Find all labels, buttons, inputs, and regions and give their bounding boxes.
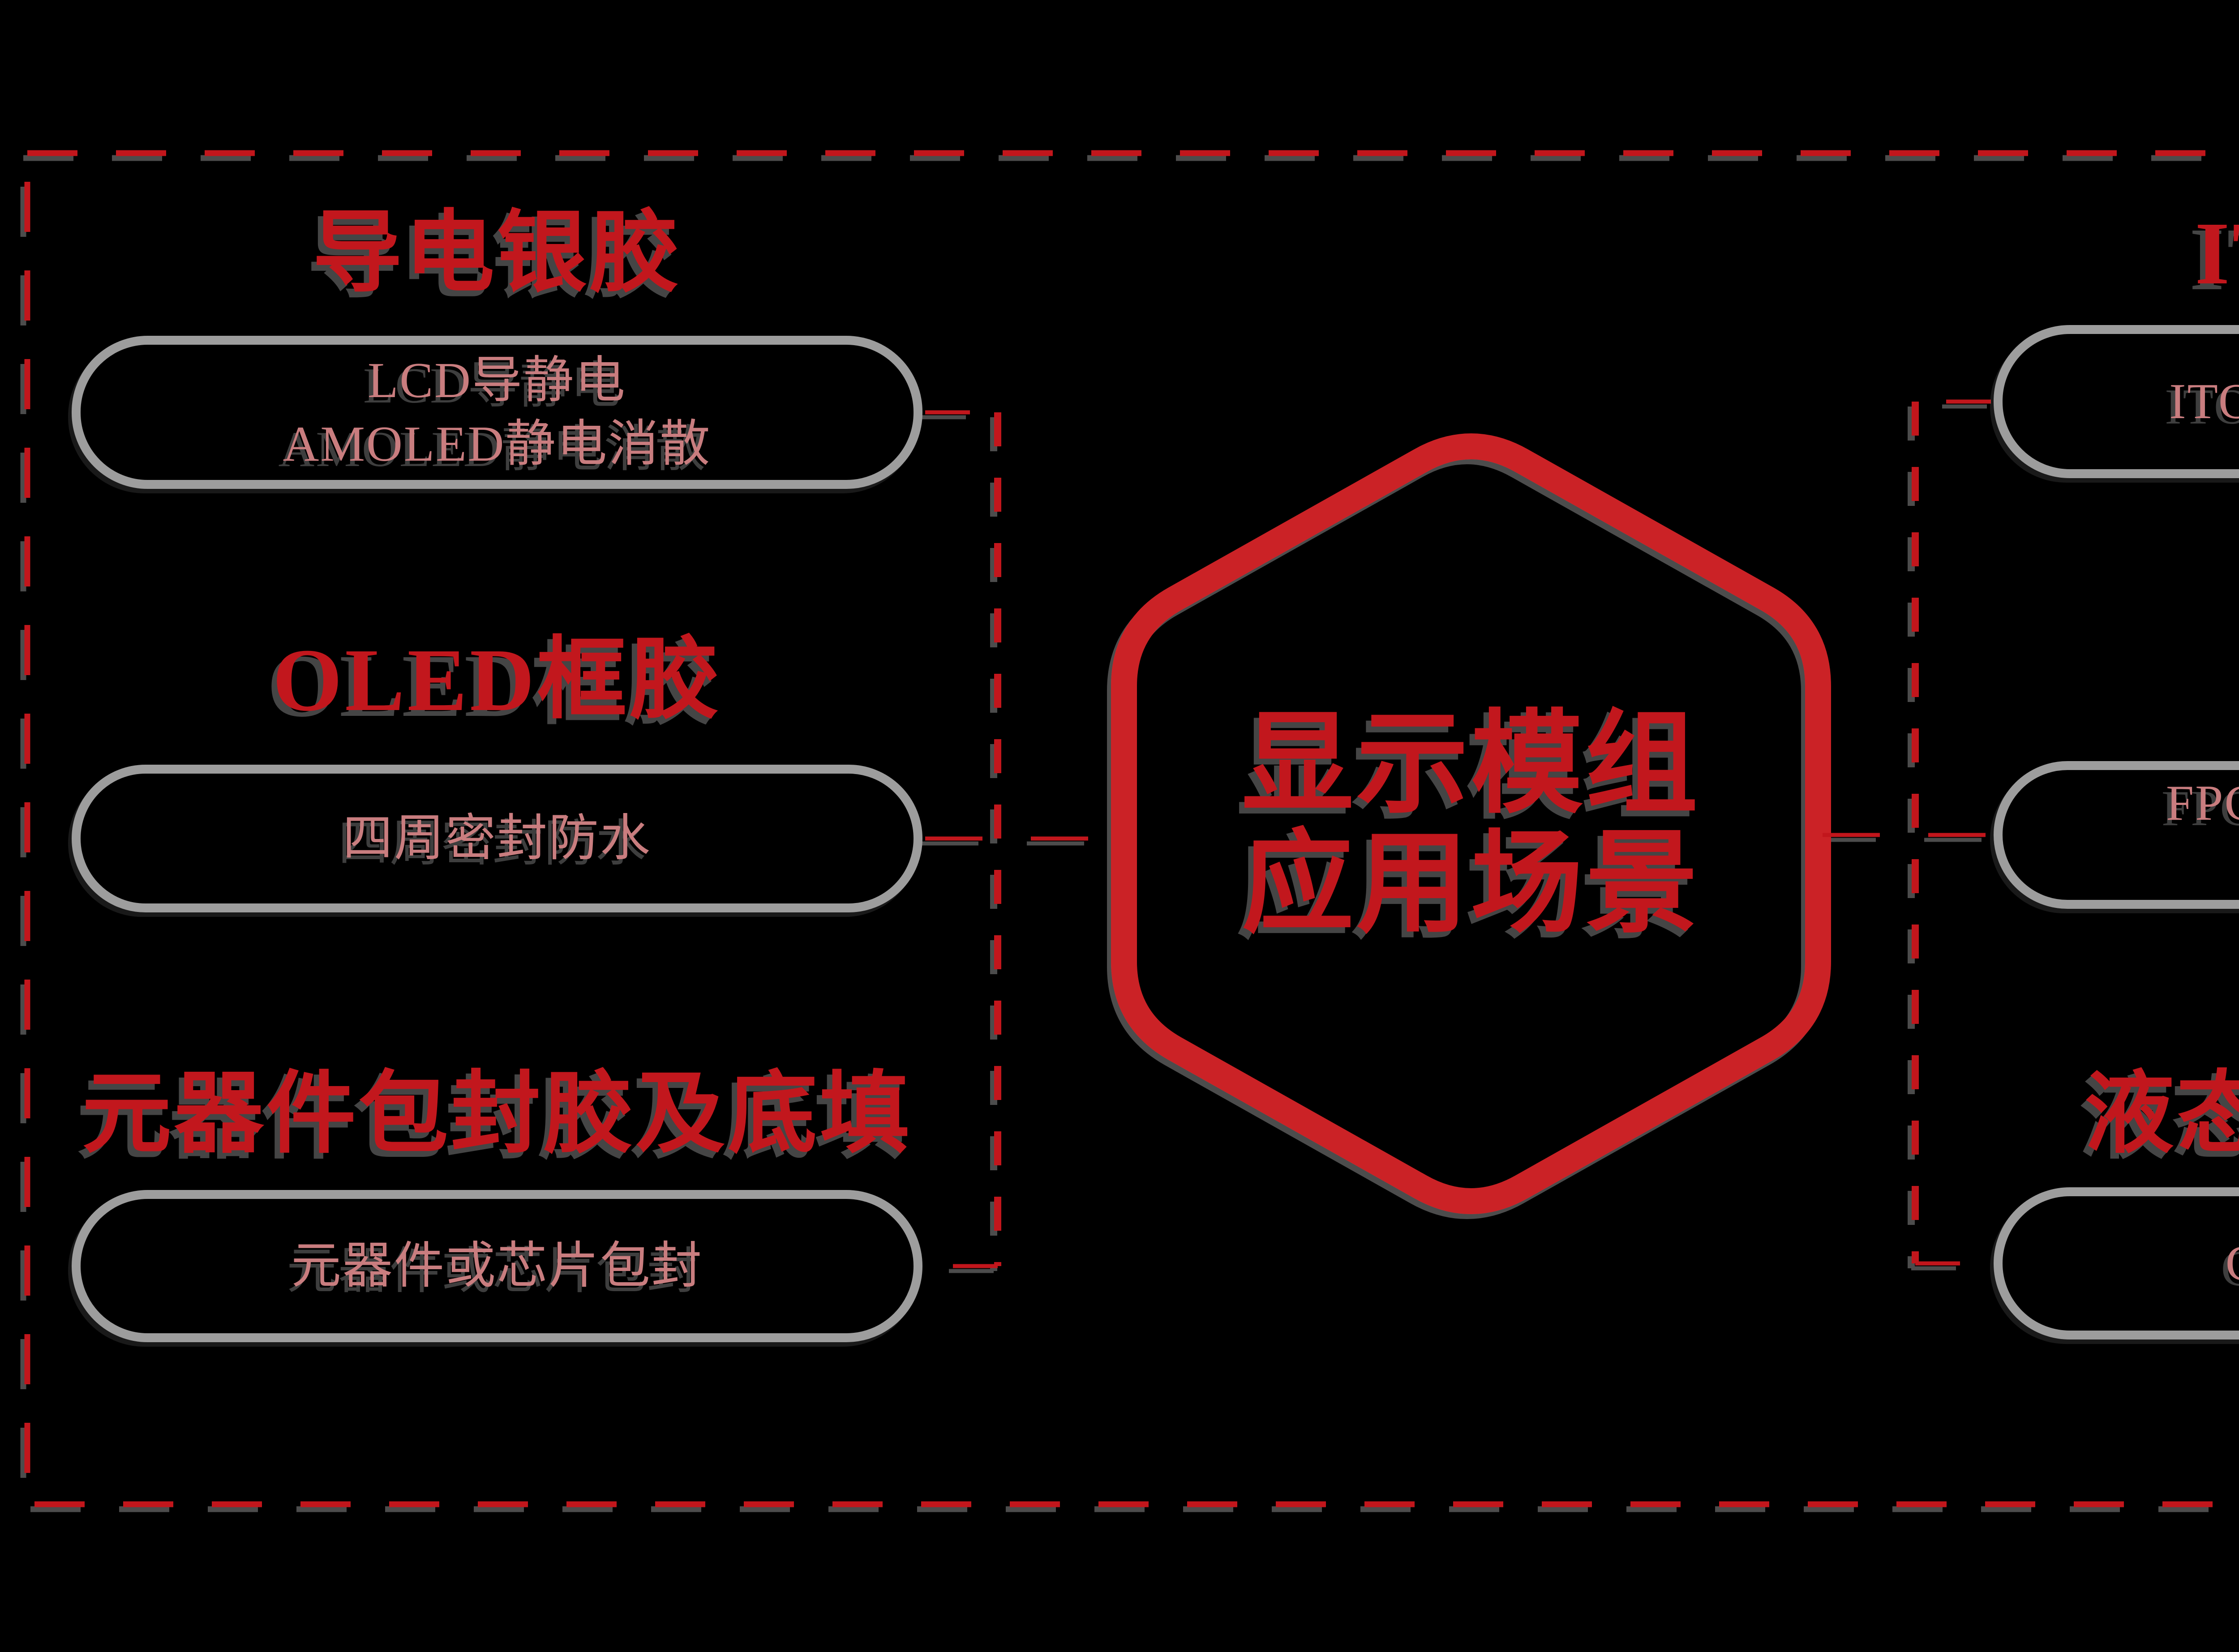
left-node-3-line-1: 元器件或芯片包封 <box>291 1238 703 1294</box>
right-node-3-box: G+G/P+G/全贴合 <box>1994 1187 2239 1340</box>
center-label-line-2: 应用场景 <box>1242 822 1700 946</box>
left-node-1-title: 导电银胶 <box>312 204 682 303</box>
left-node-1-line-1: LCD导静电 <box>368 353 626 408</box>
center-hexagon-label: 显示模组 应用场景 <box>1124 705 1818 944</box>
right-node-1-title: ITO保护胶 <box>2195 204 2239 303</box>
right-node-1-line-1: ITO线路绝缘防潮保护 <box>2169 374 2239 429</box>
center-label-line-1: 显示模组 <box>1242 703 1700 827</box>
right-node-2-box: FPC的补强及焊点保护 玻璃减薄 <box>1994 761 2239 909</box>
left-node-2-title: OLED框胶 <box>272 631 722 730</box>
left-node-2-box: 四周密封防水 <box>72 765 922 912</box>
right-node-1-box: ITO线路绝缘防潮保护 <box>1994 325 2239 478</box>
outer-dashed-border <box>24 150 2239 1507</box>
right-node-2-title: UV胶 <box>1994 636 2239 725</box>
left-node-2-line-1: 四周密封防水 <box>343 811 652 866</box>
right-node-3-line-1: G+G/P+G/全贴合 <box>2226 1232 2239 1295</box>
hexagon-outline <box>1111 433 1831 1214</box>
left-node-3-title: 元器件包封胶及底填 <box>81 1065 912 1164</box>
right-node-3-title: 液态光学胶OCR <box>2084 1065 2239 1164</box>
right-node-2-line-1: FPC的补强及焊点保护 <box>2166 775 2239 831</box>
left-node-1-box: LCD导静电 AMOLED静电消散 <box>72 336 922 489</box>
left-node-3-box: 元器件或芯片包封 <box>72 1190 922 1342</box>
left-node-1-line-2: AMOLED静电消散 <box>283 416 712 472</box>
